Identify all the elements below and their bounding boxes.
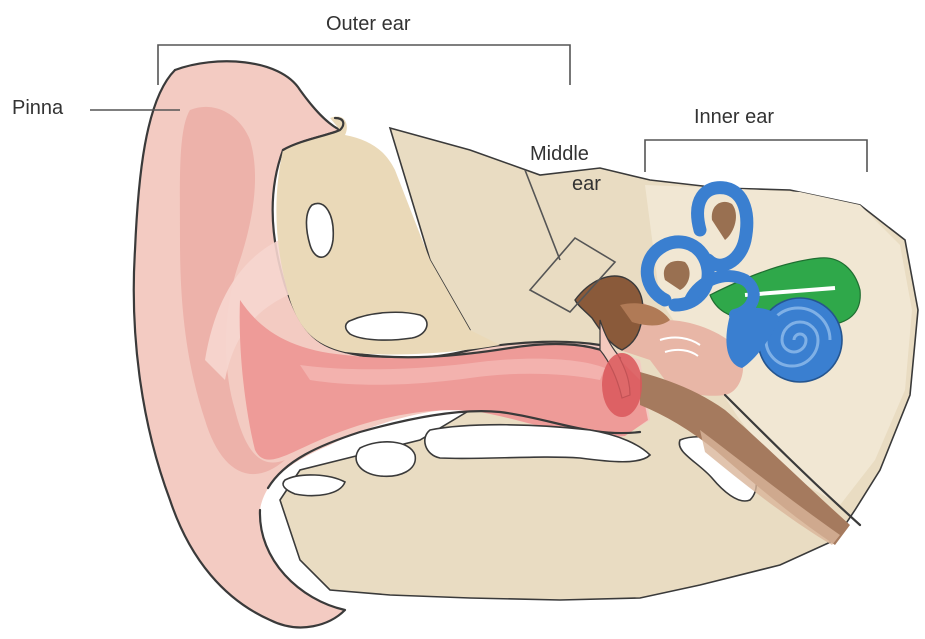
pinna-label: Pinna	[12, 97, 64, 119]
middle-ear-label-line2: ear	[572, 173, 601, 195]
inner-ear-bracket	[645, 140, 867, 172]
bone-cavity-lower-1	[356, 442, 415, 476]
inner-ear-label: Inner ear	[694, 106, 774, 128]
outer-ear-label: Outer ear	[326, 13, 411, 35]
middle-ear-label-line1: Middle	[530, 143, 589, 165]
eardrum	[602, 353, 642, 417]
